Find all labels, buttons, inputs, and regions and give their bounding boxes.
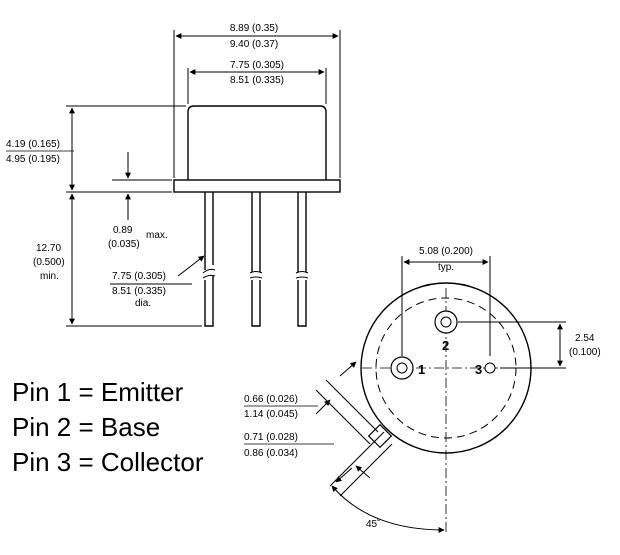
pin-2 (434, 310, 458, 334)
pin-3 (484, 362, 496, 374)
cap-width-max-label: 8.51 (0.335) (230, 75, 284, 86)
tab-length-min-label: 0.71 (0.028) (244, 432, 298, 443)
lead-length-label: 12.70 (36, 243, 61, 254)
legend-pin-1: Pin 1 = Emitter (12, 377, 184, 407)
side-view-dimensions (66, 30, 341, 327)
legend-pin-3: Pin 3 = Collector (12, 447, 204, 477)
pin-3-number: 3 (475, 362, 482, 377)
bottom-view-dimensions (315, 256, 566, 533)
leads (204, 192, 307, 327)
pin-1-number: 1 (418, 362, 425, 377)
lead-length-note-label: min. (40, 271, 59, 282)
offset-label: 2.54 (575, 333, 595, 344)
height-min-label: 4.19 (0.165) (6, 139, 60, 150)
angle-label: 45˚ (366, 518, 380, 530)
lead-circle-min-label: 7.75 (0.305) (112, 271, 166, 282)
cap-outline (187, 105, 327, 180)
tab-length-max-label: 0.86 (0.034) (244, 448, 298, 459)
side-view-dimension-labels: 8.89 (0.35) 9.40 (0.37) 7.75 (0.305) 8.5… (6, 23, 292, 309)
body-width-max-label: 9.40 (0.37) (230, 39, 278, 50)
cap-width-min-label: 7.75 (0.305) (230, 60, 284, 71)
pin-1 (390, 356, 414, 380)
bottom-view-dimension-labels: 5.08 (0.200) typ. 2.54 (0.100) 0.66 (0.0… (244, 246, 601, 530)
pin-spacing-label: 5.08 (0.200) (419, 246, 473, 257)
flange-note-label: max. (146, 230, 168, 241)
flange-label: 0.89 (113, 225, 133, 236)
tab-width-min-label: 0.66 (0.026) (244, 394, 298, 405)
pin-spacing-note-label: typ. (438, 262, 454, 273)
lead-length-inch-label: (0.500) (33, 257, 65, 268)
flange-outline (173, 179, 341, 193)
height-max-label: 4.95 (0.195) (6, 154, 60, 165)
tab-width-max-label: 1.14 (0.045) (244, 409, 298, 420)
side-view (173, 105, 341, 327)
bottom-view: 1 2 3 (360, 282, 540, 534)
legend-pin-2: Pin 2 = Base (12, 412, 161, 442)
offset-inch-label: (0.100) (569, 347, 601, 358)
lead-circle-max-label: 8.51 (0.335) (112, 286, 166, 297)
lead-circle-note-label: dia. (135, 298, 151, 309)
flange-inch-label: (0.035) (108, 239, 140, 250)
pin-2-number: 2 (442, 338, 449, 353)
body-width-min-label: 8.89 (0.35) (230, 23, 278, 34)
